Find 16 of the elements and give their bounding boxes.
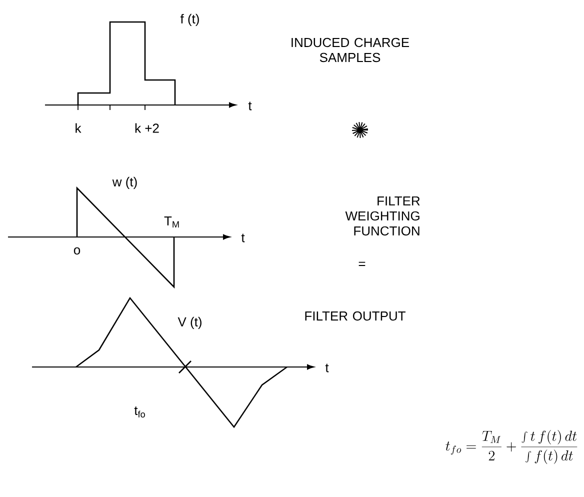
caption-text: FILTER WEIGHTING FUNCTION bbox=[345, 196, 420, 236]
function-label: V (t) bbox=[178, 316, 202, 330]
function-label: f (t) bbox=[180, 14, 199, 26]
function-label: w (t) bbox=[112, 176, 137, 190]
tick-label: k +2 bbox=[135, 123, 159, 133]
axis-label: t bbox=[325, 364, 329, 372]
tick-label: k bbox=[76, 123, 82, 133]
equals-sign: = bbox=[358, 262, 366, 266]
caption-text: FILTER OUTPUT bbox=[305, 311, 406, 321]
axis-label: t bbox=[248, 102, 252, 110]
formula: $t_{fo}= \frac{T_M}{2} + \frac{\int t\, f(t)\, dt}{\int f(t)\, dt}$ bbox=[446, 430, 578, 464]
caption-text: INDUCED CHARGE SAMPLES bbox=[292, 38, 409, 62]
time-label: t$_{fo}$ bbox=[134, 406, 145, 418]
origin-label: o bbox=[74, 247, 80, 255]
end-time-label: T$_{M}$ bbox=[164, 216, 179, 228]
axis-label: t bbox=[241, 234, 245, 242]
